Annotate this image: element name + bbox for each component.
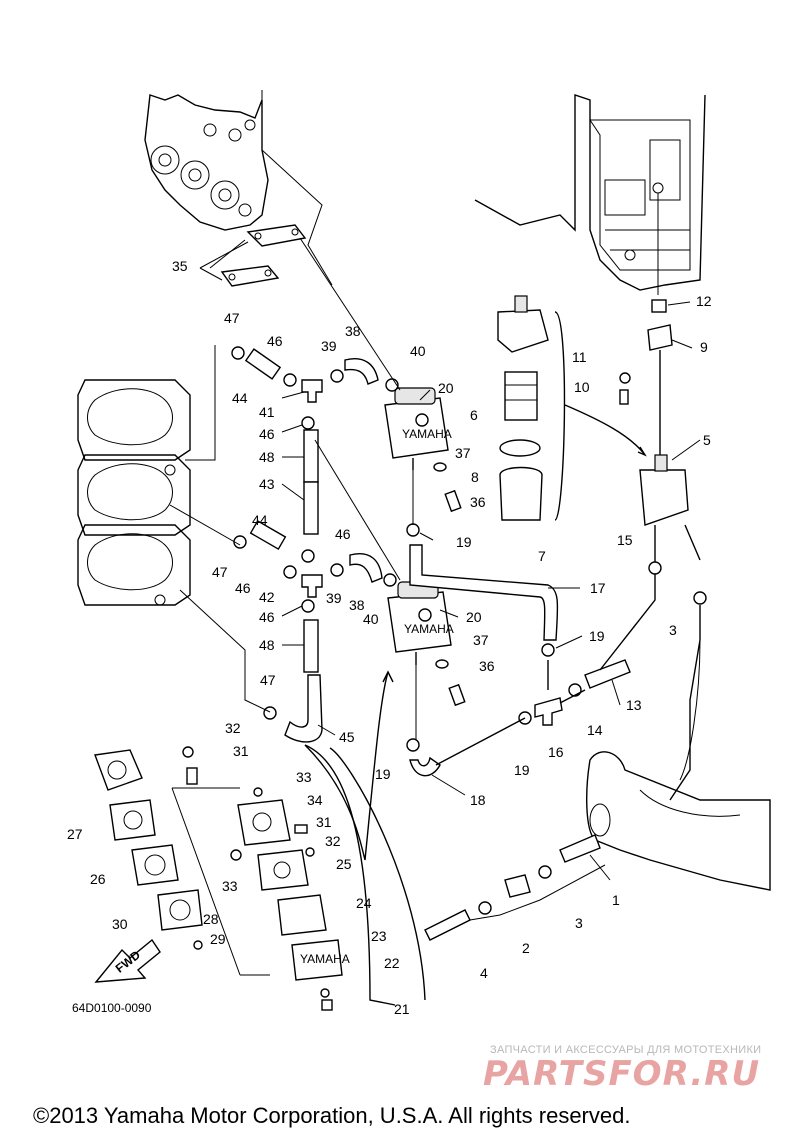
callout-33b: 33 — [222, 878, 238, 894]
callout-19b: 19 — [589, 628, 605, 644]
callout-5: 5 — [703, 432, 711, 448]
callout-48a: 48 — [259, 449, 275, 465]
callout-19d: 19 — [375, 766, 391, 782]
callout-21: 21 — [394, 1001, 410, 1017]
callout-14: 14 — [587, 722, 603, 738]
callout-29: 29 — [210, 931, 226, 947]
fuel-pump-upper: YAMAHA — [384, 387, 452, 470]
callout-18: 18 — [470, 792, 486, 808]
callout-26: 26 — [90, 871, 106, 887]
callout-1: 1 — [612, 892, 620, 908]
callout-20a: 20 — [438, 380, 454, 396]
callout-24: 24 — [356, 895, 372, 911]
callout-47c: 47 — [260, 672, 276, 688]
callout-3b: 3 — [669, 622, 677, 638]
gaskets-35 — [220, 224, 307, 287]
callout-16: 16 — [548, 744, 564, 760]
callout-31b: 31 — [316, 814, 332, 830]
drawing-code: 64D0100-0090 — [72, 1001, 152, 1015]
callout-20b: 20 — [466, 609, 482, 625]
callout-39a: 39 — [321, 338, 337, 354]
engine-block-top-left — [144, 90, 269, 231]
callout-39b: 39 — [326, 590, 342, 606]
pump-kit-brand: YAMAHA — [300, 952, 350, 966]
callout-33a: 33 — [296, 769, 312, 785]
callout-41: 41 — [259, 404, 275, 420]
callout-48b: 48 — [259, 637, 275, 653]
callout-7: 7 — [538, 548, 546, 564]
callout-4: 4 — [480, 965, 488, 981]
callout-6: 6 — [470, 407, 478, 423]
callout-45: 45 — [339, 729, 355, 745]
fwd-arrow: FWD — [94, 938, 161, 983]
pump-kit: YAMAHA — [94, 746, 350, 1011]
callout-25: 25 — [336, 856, 352, 872]
callout-46a: 46 — [267, 333, 283, 349]
fuel-pump-lower: YAMAHA — [387, 581, 454, 665]
callout-19c: 19 — [514, 762, 530, 778]
callout-23: 23 — [371, 928, 387, 944]
callout-46e: 46 — [259, 609, 275, 625]
callout-31a: 31 — [233, 743, 249, 759]
callout-2: 2 — [522, 940, 530, 956]
engine-casing-lower-right — [586, 639, 771, 891]
callout-9: 9 — [700, 339, 708, 355]
callout-17: 17 — [590, 580, 606, 596]
fuel-filter-assembly — [497, 295, 701, 575]
engine-block-top-right — [474, 94, 706, 295]
watermark-logo: PARTSFOR.RU — [483, 1054, 761, 1094]
callout-35: 35 — [172, 258, 188, 274]
callout-28: 28 — [203, 911, 219, 927]
callout-37a: 37 — [455, 445, 471, 461]
callout-43: 43 — [259, 476, 275, 492]
pump-upper-brand: YAMAHA — [402, 427, 452, 441]
callout-10: 10 — [574, 379, 590, 395]
callout-44a: 44 — [232, 390, 248, 406]
hoses — [244, 348, 631, 941]
callout-27: 27 — [67, 826, 83, 842]
callout-12: 12 — [696, 293, 712, 309]
callout-37b: 37 — [473, 632, 489, 648]
callout-46c: 46 — [335, 526, 351, 542]
callout-46d: 46 — [235, 580, 251, 596]
callout-34: 34 — [307, 792, 323, 808]
callout-47a: 47 — [224, 310, 240, 326]
callout-46b: 46 — [259, 426, 275, 442]
fittings-clamps — [231, 346, 707, 915]
callout-13: 13 — [626, 697, 642, 713]
pump-lower-brand: YAMAHA — [404, 622, 454, 636]
callout-36a: 36 — [470, 494, 486, 510]
callout-3a: 3 — [575, 915, 583, 931]
callout-38b: 38 — [349, 597, 365, 613]
callout-8: 8 — [471, 469, 479, 485]
cylinder-heads-left — [77, 379, 191, 606]
callout-15: 15 — [617, 532, 633, 548]
callout-44b: 44 — [252, 512, 268, 528]
watermark-tagline: ЗАПЧАСТИ И АКСЕССУАРЫ ДЛЯ МОТОТЕХНИКИ — [490, 1044, 762, 1056]
callout-22: 22 — [384, 955, 400, 971]
copyright-notice: ©2013 Yamaha Motor Corporation, U.S.A. A… — [33, 1103, 631, 1128]
leader-lines — [169, 149, 701, 1006]
callout-leaders — [209, 239, 701, 881]
callout-32a: 32 — [225, 720, 241, 736]
callout-38a: 38 — [345, 323, 361, 339]
callouts: 1 2 3 3 4 5 6 7 8 9 10 11 12 13 14 15 16… — [67, 258, 712, 1017]
callout-32b: 32 — [325, 833, 341, 849]
callout-40a: 40 — [410, 343, 426, 359]
callout-42: 42 — [259, 589, 275, 605]
callout-40b: 40 — [363, 611, 379, 627]
callout-36b: 36 — [479, 658, 495, 674]
callout-30: 30 — [112, 916, 128, 932]
callout-19a: 19 — [456, 534, 472, 550]
callout-47b: 47 — [212, 564, 228, 580]
callout-11: 11 — [572, 349, 587, 365]
